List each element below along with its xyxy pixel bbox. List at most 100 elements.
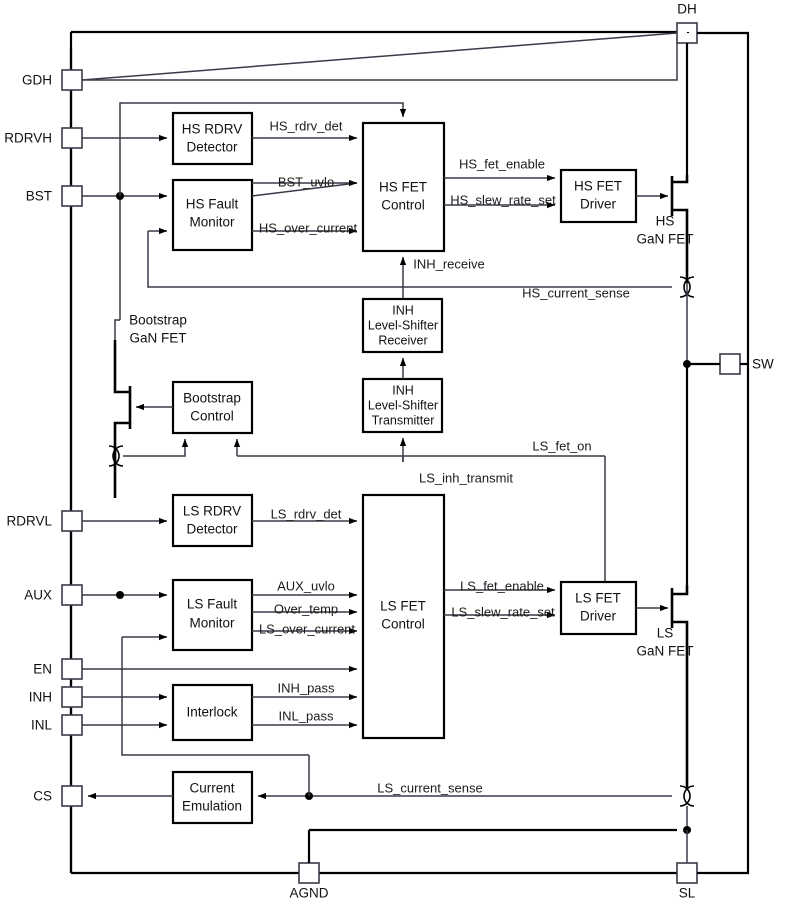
bootstrap-gan-fet-label2: GaN FET [129,331,186,346]
label-aux-uvlo: AUX_uvlo [277,578,335,593]
block-hs-fet-control[interactable]: HS FET Control [361,121,446,253]
sl-return-net [307,828,677,863]
label-bst-uvlo: BST_uvlo [278,174,334,189]
pin-aux-label: AUX [24,588,52,603]
bootstrap-gan-fet: Bootstrap GaN FET [113,313,187,498]
label-ls-fet-on: LS_fet_on [532,438,591,453]
block-current-emulation[interactable]: Current Emulation [171,770,254,825]
hs-fet-control-line1: HS FET [379,180,427,195]
gdh-net [82,43,678,81]
pin-agnd[interactable]: AGND [289,862,329,900]
dh-power-net [81,31,750,875]
block-ls-fet-driver[interactable]: LS FET Driver [559,580,638,636]
hs-rdrv-detector-line2: Detector [186,140,238,155]
hs-fault-monitor-line2: Monitor [189,215,235,230]
label-ls-current-sense: LS_current_sense [377,780,483,795]
block-hs-fault-monitor[interactable]: HS Fault Monitor [171,178,254,252]
label-hs-slew-rate-set: HS_slew_rate_set [450,192,556,207]
ls-fault-monitor-line1: LS Fault [187,597,238,612]
pin-inl[interactable]: INL [31,714,83,736]
signal-labels: HS_rdrv_det BST_uvlo HS_over_current HS_… [259,118,630,795]
ls-current-sense-symbol [679,785,695,863]
pin-inh-label: INH [29,690,52,705]
ls-fet-control-line2: Control [381,617,425,632]
block-inh-level-shifter-transmitter[interactable]: INH Level-Shifter Transmitter [361,377,444,434]
pin-inh[interactable]: INH [29,686,83,708]
block-interlock[interactable]: Interlock [171,683,254,742]
bootstrap-control-line2: Control [190,409,234,424]
pin-rdrvl-label: RDRVL [6,514,52,529]
hs-fet-control-line2: Control [381,198,425,213]
pin-rdrvh-label: RDRVH [4,131,52,146]
hs-fet-driver-line2: Driver [580,197,617,212]
ls-fet-driver-line1: LS FET [575,591,621,606]
hs-rdrv-detector-line1: HS RDRV [182,122,243,137]
inh-tx-line1: INH [392,383,414,397]
pin-gdh[interactable]: GDH [22,69,83,91]
inh-rx-line1: INH [392,303,414,317]
bootstrap-gan-fet-label1: Bootstrap [129,313,187,328]
pin-en-label: EN [33,662,52,677]
pin-en[interactable]: EN [33,658,83,680]
pin-sl[interactable]: SL [676,862,698,900]
inh-tx-line3: Transmitter [372,413,435,427]
current-emulation-line1: Current [189,781,234,796]
block-inh-level-shifter-receiver[interactable]: INH Level-Shifter Receiver [361,297,444,354]
inh-rx-line3: Receiver [378,333,427,347]
label-inh-receive: INH_receive [413,256,485,271]
ls-current-sense-bus [87,755,672,800]
inh-rx-line2: Level-Shifter [368,318,438,332]
label-ls-fet-enable: LS_fet_enable [460,578,544,593]
pin-cs[interactable]: CS [33,785,83,807]
label-ls-over-current: LS_over_current [259,621,355,636]
hs-wiring [82,102,672,300]
ls-feedback-net [123,438,606,590]
hs-fet-driver-line1: HS FET [574,179,622,194]
ls-fet-driver-line2: Driver [580,609,617,624]
ls-rdrv-detector-line1: LS RDRV [183,504,241,519]
pin-gdh-label: GDH [22,73,52,88]
ls-gan-fet-label1: LS [657,626,674,641]
pin-sw[interactable]: SW [719,353,774,375]
interlock-label: Interlock [186,705,237,720]
pin-dh[interactable]: DH [676,2,698,44]
pin-aux[interactable]: AUX [24,584,83,606]
hs-current-sense-symbol [679,276,695,362]
block-hs-fet-driver[interactable]: HS FET Driver [559,168,638,224]
pin-bst[interactable]: BST [26,185,83,207]
label-over-temp: Over_temp [274,601,338,616]
pin-inl-label: INL [31,718,53,733]
pin-bst-label: BST [26,189,52,204]
bootstrap-control-line1: Bootstrap [183,391,241,406]
label-inh-pass: INH_pass [277,680,335,695]
label-hs-rdrv-det: HS_rdrv_det [270,118,343,133]
label-hs-over-current: HS_over_current [259,220,358,235]
block-ls-rdrv-detector[interactable]: LS RDRV Detector [171,493,254,548]
label-hs-fet-enable: HS_fet_enable [459,156,545,171]
pin-agnd-label: AGND [289,886,328,900]
sw-node [683,360,748,585]
ls-fault-monitor-line2: Monitor [189,616,235,631]
inh-tx-line2: Level-Shifter [368,398,438,412]
ls-fet-control-line1: LS FET [380,599,426,614]
pin-rdrvl[interactable]: RDRVL [6,510,83,532]
ls-gan-fet: LS GaN FET [636,585,694,790]
block-ls-fet-control[interactable]: LS FET Control [361,493,446,740]
ls-wiring [82,517,669,756]
block-hs-rdrv-detector[interactable]: HS RDRV Detector [171,111,254,166]
hs-gan-fet-label1: HS [656,214,675,229]
block-bootstrap-control[interactable]: Bootstrap Control [171,380,254,435]
label-ls-rdrv-det: LS_rdrv_det [271,506,342,521]
block-ls-fault-monitor[interactable]: LS Fault Monitor [171,578,254,652]
hs-fault-monitor-line1: HS Fault [186,197,239,212]
ls-gan-fet-label2: GaN FET [636,644,693,659]
pin-dh-label: DH [677,2,697,17]
hs-gan-fet-label2: GaN FET [636,232,693,247]
pin-cs-label: CS [33,789,52,804]
ls-rdrv-detector-line2: Detector [186,522,238,537]
label-ls-slew-rate-set: LS_slew_rate_set [451,604,555,619]
pin-rdrvh[interactable]: RDRVH [4,127,83,149]
label-inl-pass: INL_pass [279,708,334,723]
